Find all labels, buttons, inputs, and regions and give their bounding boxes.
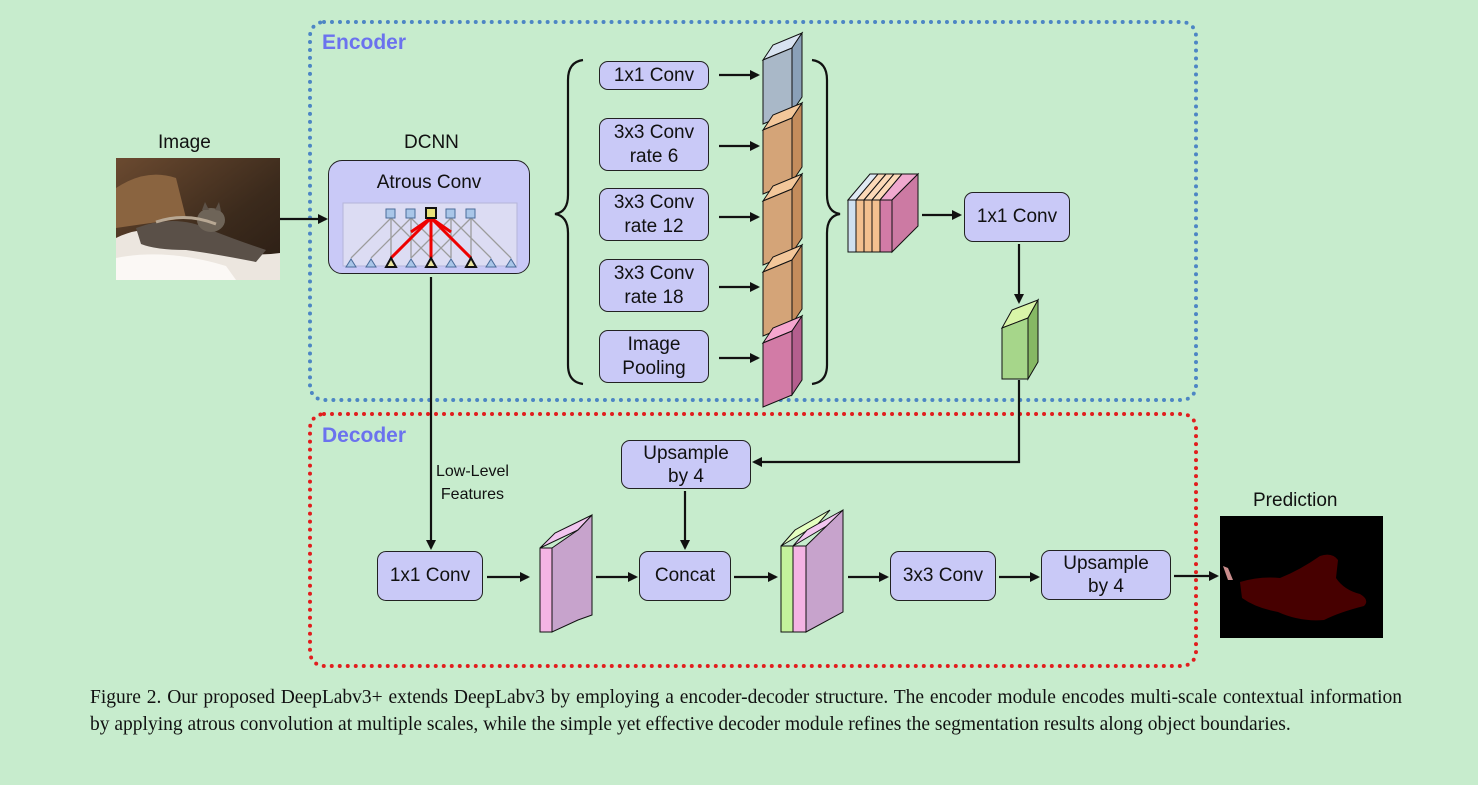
encoder-conv1x1-label: 1x1 Conv <box>976 206 1058 227</box>
aspp-rate6-line2: rate 6 <box>629 145 679 167</box>
decoder-frame <box>308 412 1198 668</box>
aspp-pooling-line2: Pooling <box>622 357 686 379</box>
aspp-pooling-line1: Image <box>627 333 681 355</box>
upsample-top-block: Upsample by 4 <box>621 440 751 489</box>
upsample-out-line1: Upsample <box>1063 553 1149 574</box>
prediction-image <box>1220 516 1383 638</box>
input-image <box>116 158 280 280</box>
upsample-out-block: Upsample by 4 <box>1041 550 1171 600</box>
aspp-conv1x1-label: 1x1 Conv <box>613 64 695 86</box>
aspp-conv1x1-block: 1x1 Conv <box>599 61 709 90</box>
low-level-line2: Features <box>440 486 505 503</box>
encoder-frame <box>308 20 1198 402</box>
atrous-conv-block: Atrous Conv <box>328 160 530 274</box>
aspp-rate6-block: 3x3 Conv rate 6 <box>599 118 709 171</box>
concat-block: Concat <box>639 551 731 601</box>
low-level-features-label: Low-Level Features <box>436 460 509 506</box>
encoder-title: Encoder <box>322 31 407 54</box>
upsample-out-line2: by 4 <box>1088 576 1124 597</box>
aspp-rate18-line2: rate 18 <box>624 286 684 308</box>
prediction-label: Prediction <box>1253 490 1338 511</box>
aspp-rate12-line2: rate 12 <box>624 215 684 237</box>
aspp-rate12-line1: 3x3 Conv <box>613 191 695 213</box>
decoder-title: Decoder <box>322 424 407 447</box>
encoder-conv1x1-block: 1x1 Conv <box>964 192 1070 242</box>
upsample-top-line2: by 4 <box>668 465 704 487</box>
upsample-top-line1: Upsample <box>643 442 729 464</box>
decoder-conv3x3-block: 3x3 Conv <box>890 551 996 601</box>
concat-label: Concat <box>654 565 716 586</box>
decoder-conv3x3-label: 3x3 Conv <box>902 565 984 586</box>
aspp-rate6-line1: 3x3 Conv <box>613 121 695 143</box>
decoder-conv1x1-block: 1x1 Conv <box>377 551 483 601</box>
aspp-rate18-block: 3x3 Conv rate 18 <box>599 259 709 312</box>
decoder-conv1x1-label: 1x1 Conv <box>389 565 471 586</box>
figure-caption: Figure 2. Our proposed DeepLabv3+ extend… <box>90 687 1402 735</box>
dcnn-label: DCNN <box>404 132 459 153</box>
low-level-line1: Low-Level <box>436 463 509 480</box>
aspp-image-pooling-block: Image Pooling <box>599 330 709 383</box>
aspp-rate18-line1: 3x3 Conv <box>613 262 695 284</box>
atrous-conv-label: Atrous Conv <box>376 172 482 193</box>
aspp-rate12-block: 3x3 Conv rate 12 <box>599 188 709 241</box>
input-image-label: Image <box>158 132 211 153</box>
